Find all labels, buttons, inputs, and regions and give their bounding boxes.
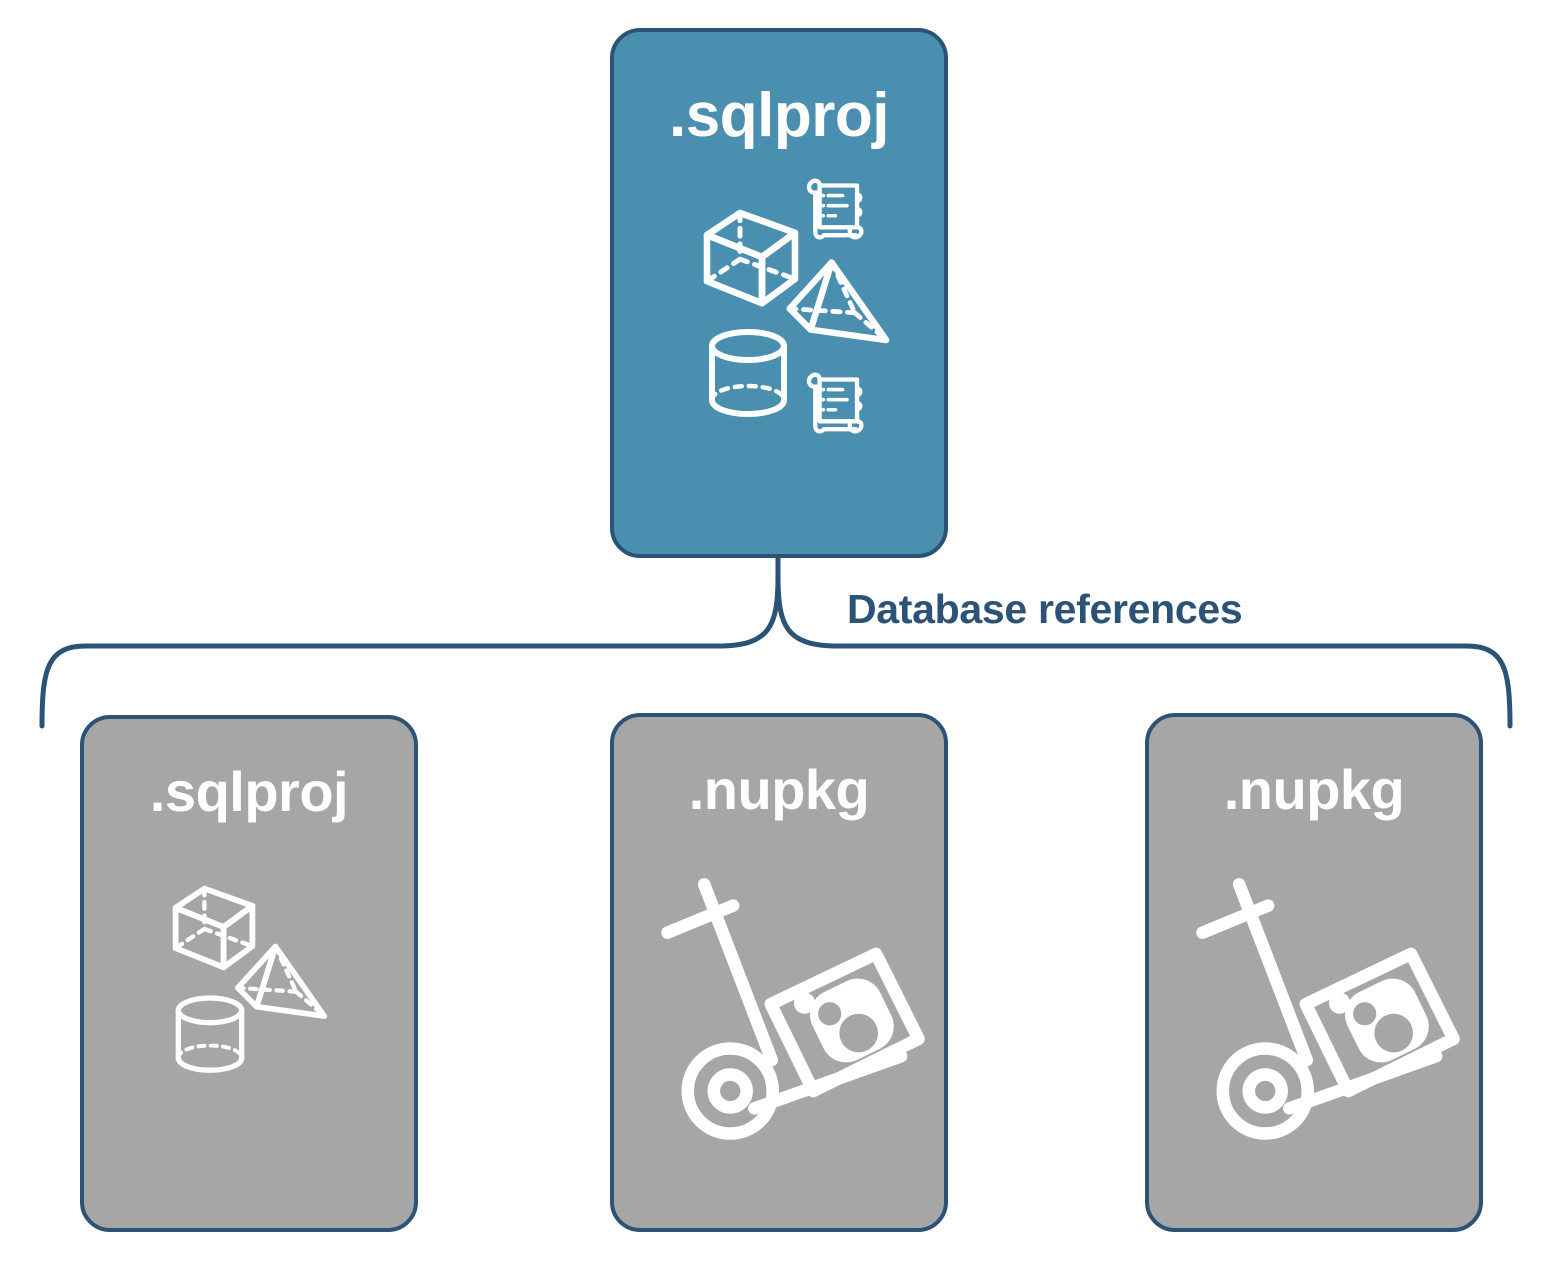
brace-label-database-references: Database references [843,586,1249,632]
node-child-sqlproj[interactable]: .sqlproj [80,715,418,1232]
node-child-nupkg-1[interactable]: .nupkg [610,713,948,1232]
node-child-sqlproj-label: .sqlproj [149,760,349,823]
pyramid-icon [235,943,328,1019]
nuget-package-dolly-icon [661,878,925,1140]
node-root-sqlproj-label: .sqlproj [669,81,889,150]
script-scroll-icon [806,178,864,240]
node-child-nupkg-1-label: .nupkg [688,758,870,821]
pyramid-icon [786,259,890,344]
cube-icon [172,885,256,971]
cylinder-icon [175,995,245,1073]
nuget-package-dolly-icon [1196,878,1460,1140]
cube-icon [703,209,799,307]
node-child-nupkg-2-label: .nupkg [1223,758,1405,821]
node-root-sqlproj[interactable]: .sqlproj [610,28,948,558]
node-child-nupkg-2[interactable]: .nupkg [1145,713,1483,1232]
script-scroll-icon [806,372,864,434]
cylinder-icon [709,329,787,417]
